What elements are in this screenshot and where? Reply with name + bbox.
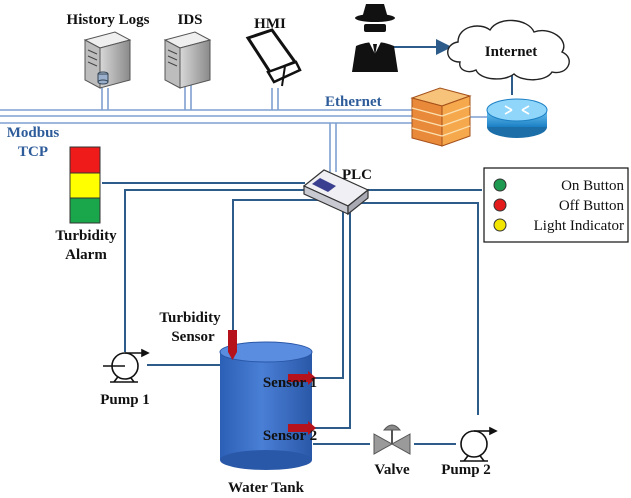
water-tank-icon	[219, 341, 313, 470]
turbidity-alarm-label-line1: Turbidity	[55, 228, 117, 244]
legend-light-indicator-swatch	[493, 218, 507, 232]
plc-icon	[302, 169, 370, 216]
hmi-label: HMI	[254, 16, 286, 32]
attacker-spy-icon	[352, 4, 398, 72]
legend-off-button-swatch	[493, 198, 507, 212]
internet-cloud-icon	[447, 19, 570, 81]
hmi-monitor-icon	[245, 28, 302, 87]
turbidity-sensor-probe	[228, 330, 237, 360]
sensor-1-label: Sensor 1	[263, 375, 317, 391]
alarm-yellow-light	[69, 172, 101, 199]
pump-2-label: Pump 2	[441, 462, 491, 478]
sensor-2-label: Sensor 2	[263, 428, 317, 444]
legend-light-indicator-label: Light Indicator	[534, 218, 624, 234]
pump-1-icon	[103, 348, 150, 383]
legend-off-button-label: Off Button	[559, 198, 625, 214]
pump-1-label: Pump 1	[100, 392, 150, 408]
sensor-1-probe	[288, 371, 316, 385]
field-wiring	[102, 182, 482, 445]
ids-label: IDS	[177, 12, 202, 28]
internet-label: Internet	[485, 44, 538, 60]
legend-box: On Button Off Button Light Indicator	[483, 167, 629, 243]
turbidity-sensor-label-line2: Sensor	[171, 329, 215, 345]
alarm-red-light	[69, 146, 101, 174]
turbidity-alarm-label-line2: Alarm	[65, 247, 107, 263]
pump-2-icon	[460, 426, 498, 462]
sensor-2-probe	[288, 421, 316, 435]
modbus-label: Modbus	[7, 125, 60, 141]
firewall-icon	[410, 87, 472, 147]
turbidity-alarm-light-tower	[69, 146, 101, 224]
turbidity-sensor-label-line1: Turbidity	[159, 310, 221, 326]
ids-server-icon	[163, 31, 212, 89]
history-logs-label: History Logs	[67, 12, 150, 28]
water-tank-label: Water Tank	[228, 480, 305, 496]
router-icon	[486, 98, 548, 138]
tcp-label: TCP	[18, 144, 48, 160]
legend-on-button-label: On Button	[561, 178, 624, 194]
valve-icon	[373, 424, 411, 455]
alarm-green-light	[69, 197, 101, 224]
ethernet-label: Ethernet	[325, 94, 382, 110]
valve-label: Valve	[374, 462, 410, 478]
history-logs-server-icon	[83, 31, 132, 89]
plc-label: PLC	[342, 167, 372, 183]
legend-on-button-swatch	[493, 178, 507, 192]
